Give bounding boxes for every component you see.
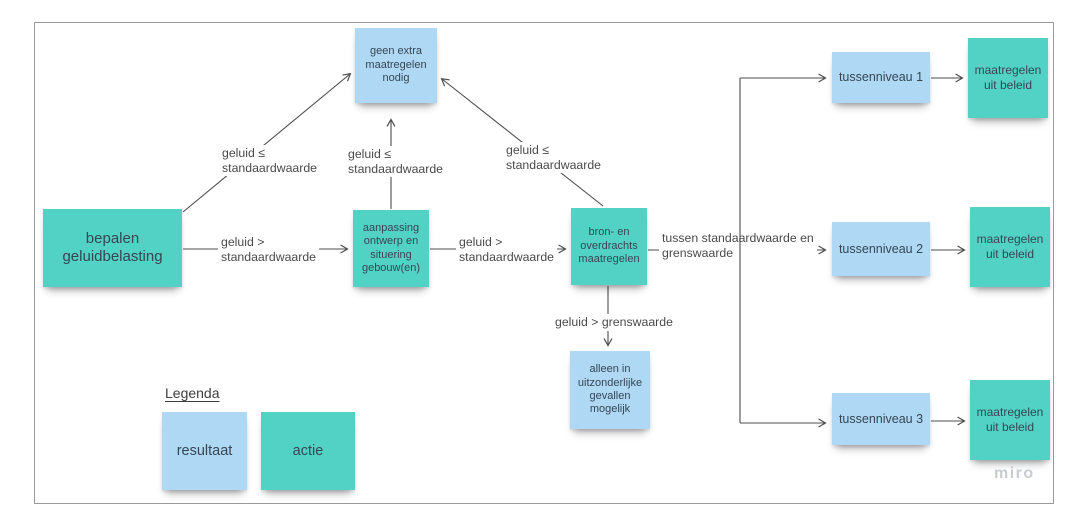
sticky-text: maatregelen uit beleid: [976, 405, 1044, 434]
sticky-text: aanpassing ontwerp en situering gebouw(e…: [361, 221, 421, 274]
legend-sticky-resultaat[interactable]: resultaat: [162, 412, 247, 490]
edge-label-geluid-gt-standaardwaarde-mid[interactable]: geluid > standaardwaarde: [456, 234, 558, 265]
edge-label-tussen-standaardwaarde-grenswaarde[interactable]: tussen standaardwaarde en grenswaarde: [659, 230, 817, 261]
sticky-text: tussenniveau 2: [838, 241, 924, 256]
sticky-alleen-uitzonderlijke-gevallen[interactable]: alleen in uitzonderlijke gevallen mogeli…: [570, 351, 650, 429]
sticky-text: bepalen geluidbelasting: [62, 229, 163, 265]
sticky-maatregelen-uit-beleid-3[interactable]: maatregelen uit beleid: [970, 380, 1050, 460]
sticky-bron-overdrachtsmaatregelen[interactable]: bron- en overdrachts maatregelen: [571, 208, 647, 285]
sticky-text: tussenniveau 1: [838, 70, 924, 84]
miro-logo: miro: [994, 465, 1035, 482]
sticky-text: tussenniveau 3: [838, 411, 924, 426]
sticky-tussenniveau-2[interactable]: tussenniveau 2: [832, 222, 930, 276]
sticky-text: maatregelen uit beleid: [976, 232, 1044, 261]
sticky-tussenniveau-1[interactable]: tussenniveau 1: [832, 52, 930, 103]
edge-label-geluid-le-standaardwaarde-right[interactable]: geluid ≤ standaardwaarde: [503, 142, 605, 173]
sticky-geen-extra-maatregelen[interactable]: geen extra maatregelen nodig: [355, 28, 437, 103]
sticky-maatregelen-uit-beleid-1[interactable]: maatregelen uit beleid: [968, 38, 1048, 118]
sticky-maatregelen-uit-beleid-2[interactable]: maatregelen uit beleid: [970, 207, 1050, 287]
sticky-aanpassing-ontwerp[interactable]: aanpassing ontwerp en situering gebouw(e…: [353, 210, 429, 287]
sticky-text: maatregelen uit beleid: [974, 63, 1042, 92]
sticky-text: alleen in uitzonderlijke gevallen mogeli…: [577, 363, 643, 416]
edge-label-geluid-le-standaardwaarde-mid[interactable]: geluid ≤ standaardwaarde: [345, 146, 447, 177]
sticky-text: geen extra maatregelen nodig: [365, 45, 427, 85]
edge-label-geluid-gt-grenswaarde[interactable]: geluid > grenswaarde: [552, 314, 676, 331]
legend-title[interactable]: Legenda: [165, 385, 220, 401]
edge-label-geluid-le-standaardwaarde-left[interactable]: geluid ≤ standaardwaarde: [219, 145, 321, 176]
legend-sticky-actie[interactable]: actie: [261, 412, 355, 490]
sticky-tussenniveau-3[interactable]: tussenniveau 3: [832, 393, 930, 445]
sticky-text: actie: [292, 442, 324, 459]
sticky-text: resultaat: [176, 442, 233, 459]
sticky-text: bron- en overdrachts maatregelen: [578, 226, 640, 266]
edge-label-geluid-gt-standaardwaarde-left[interactable]: geluid > standaardwaarde: [218, 234, 320, 265]
sticky-bepalen-geluidbelasting[interactable]: bepalen geluidbelasting: [43, 209, 182, 287]
